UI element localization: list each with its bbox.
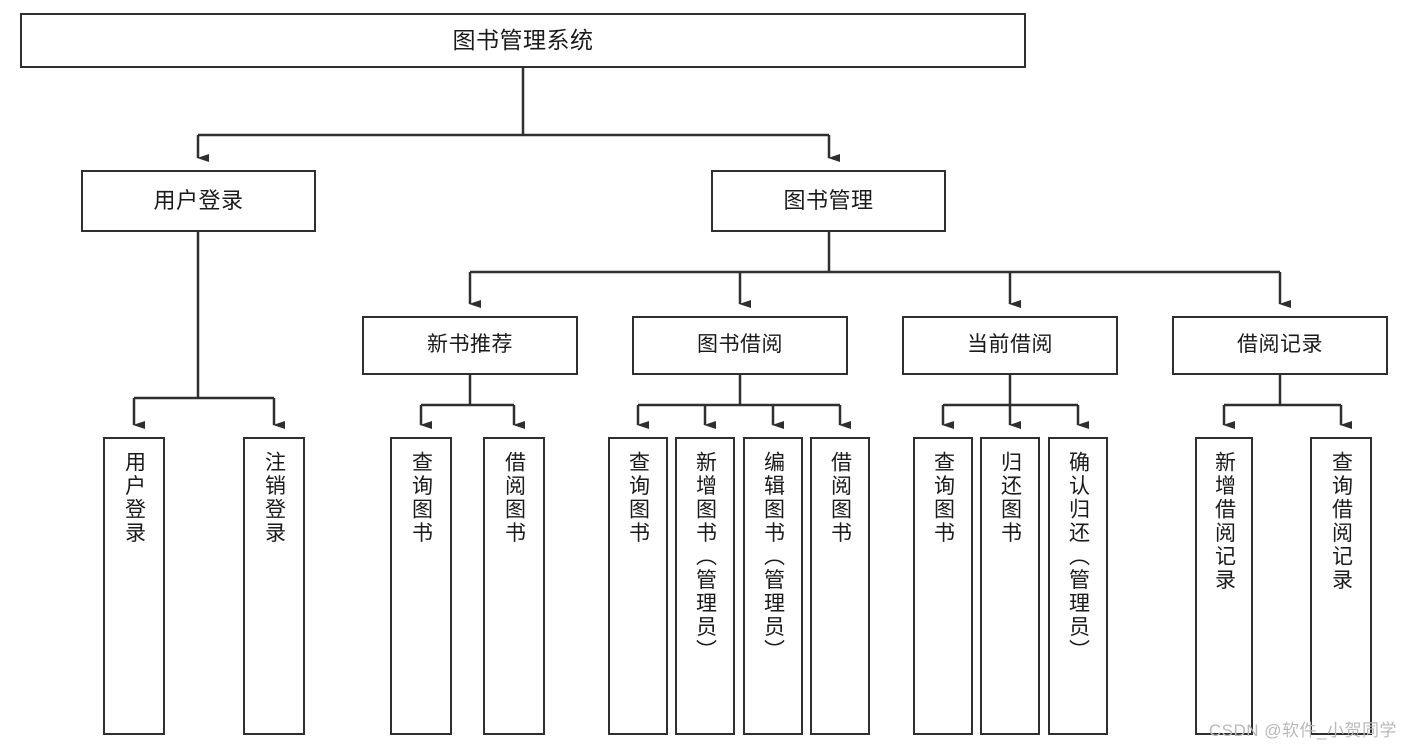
leaf-edit-book-admin[interactable]: 编辑图书（管理员） [743,437,803,735]
node-book-borrow-label: 图书借阅 [697,333,783,357]
leaf-confirm-return-admin-label: 确认归还（管理员） [1066,451,1090,663]
node-new-book-recommend[interactable]: 新书推荐 [362,316,578,375]
leaf-edit-book-admin-label: 编辑图书（管理员） [761,451,785,663]
leaf-confirm-return-admin[interactable]: 确认归还（管理员） [1048,437,1108,735]
node-book-management[interactable]: 图书管理 [711,170,946,232]
leaf-query-book[interactable]: 查询图书 [608,437,668,735]
leaf-query-book-recommend[interactable]: 查询图书 [390,437,452,735]
node-borrow-record[interactable]: 借阅记录 [1172,316,1388,375]
leaf-user-login[interactable]: 用户登录 [103,437,165,735]
leaf-logout-label: 注销登录 [262,451,286,545]
node-user-login[interactable]: 用户登录 [81,170,316,232]
node-book-management-label: 图书管理 [783,188,874,214]
leaf-query-borrow-record[interactable]: 查询借阅记录 [1310,437,1372,735]
leaf-return-book-label: 归还图书 [998,451,1022,545]
leaf-query-book-current-label: 查询图书 [931,451,955,545]
node-user-login-label: 用户登录 [153,188,244,214]
node-current-borrow-label: 当前借阅 [967,333,1053,357]
leaf-user-login-label: 用户登录 [122,451,146,545]
node-borrow-record-label: 借阅记录 [1237,333,1323,357]
leaf-return-book[interactable]: 归还图书 [980,437,1040,735]
node-new-book-recommend-label: 新书推荐 [427,333,513,357]
watermark: CSDN @软件_小贺同学 [1208,721,1397,740]
leaf-query-book-recommend-label: 查询图书 [409,451,433,545]
leaf-add-borrow-record-label: 新增借阅记录 [1212,451,1236,592]
leaf-borrow-book-recommend[interactable]: 借阅图书 [483,437,545,735]
leaf-add-book-admin-label: 新增图书（管理员） [693,451,717,663]
leaf-query-borrow-record-label: 查询借阅记录 [1329,451,1353,592]
node-root-label: 图书管理系统 [452,26,594,53]
node-current-borrow[interactable]: 当前借阅 [902,316,1118,375]
leaf-add-borrow-record[interactable]: 新增借阅记录 [1195,437,1253,735]
leaf-query-book-label: 查询图书 [626,451,650,545]
node-book-borrow[interactable]: 图书借阅 [632,316,848,375]
leaf-logout[interactable]: 注销登录 [243,437,305,735]
leaf-add-book-admin[interactable]: 新增图书（管理员） [675,437,735,735]
node-root[interactable]: 图书管理系统 [20,13,1026,68]
leaf-borrow-book[interactable]: 借阅图书 [810,437,870,735]
leaf-query-book-current[interactable]: 查询图书 [913,437,973,735]
leaf-borrow-book-label: 借阅图书 [828,451,852,545]
leaf-borrow-book-recommend-label: 借阅图书 [502,451,526,545]
